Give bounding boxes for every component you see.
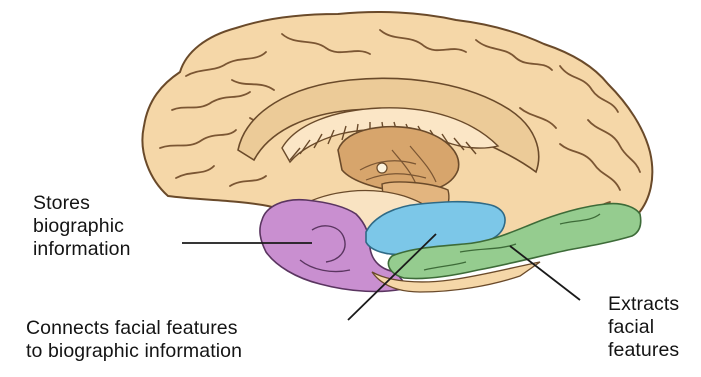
extracts-facial-label: Extracts facial features (608, 293, 679, 362)
stores-biographic-label: Stores biographic information (33, 192, 131, 261)
pineal-dot (377, 163, 387, 173)
connects-facial-label: Connects facial features to biographic i… (26, 317, 242, 363)
